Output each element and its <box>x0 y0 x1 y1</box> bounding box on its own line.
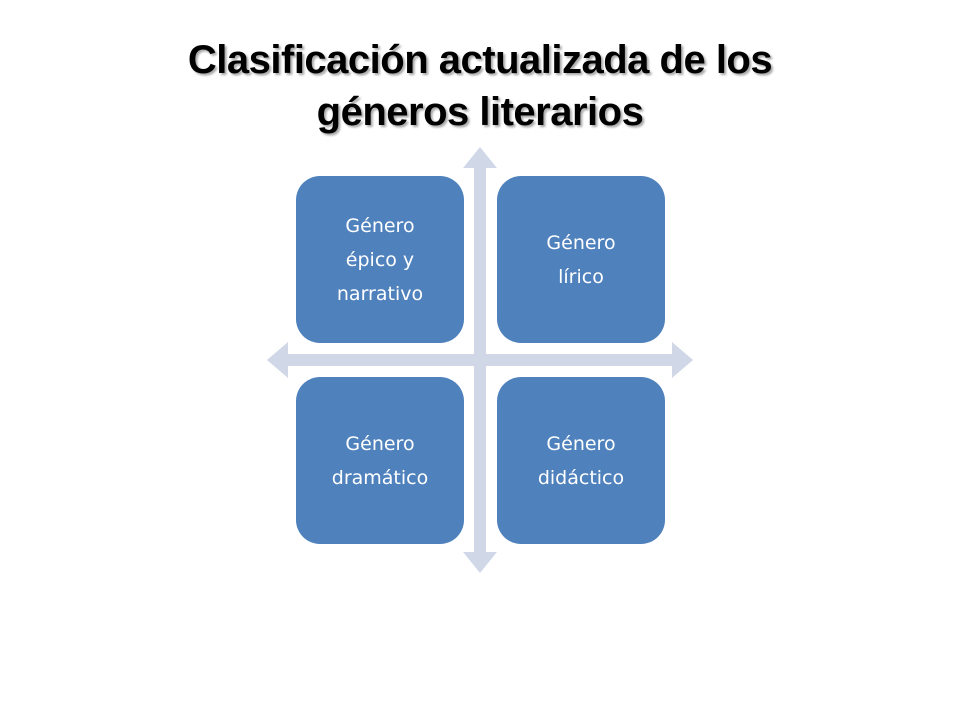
slide-title-line-1: Clasificación actualizada de los <box>187 38 773 82</box>
quadrant-didactic: Género didáctico <box>497 377 665 544</box>
slide-title: Clasificación actualizada de los géneros… <box>0 34 960 138</box>
horizontal-double-arrow-icon <box>267 342 693 378</box>
slide-title-line-2: géneros literarios <box>316 90 644 134</box>
quadrant-lyric: Género lírico <box>497 176 665 343</box>
quadrant-dramatic: Género dramático <box>296 377 464 544</box>
quadrant-epic-narrative: Género épico y narrativo <box>296 176 464 343</box>
